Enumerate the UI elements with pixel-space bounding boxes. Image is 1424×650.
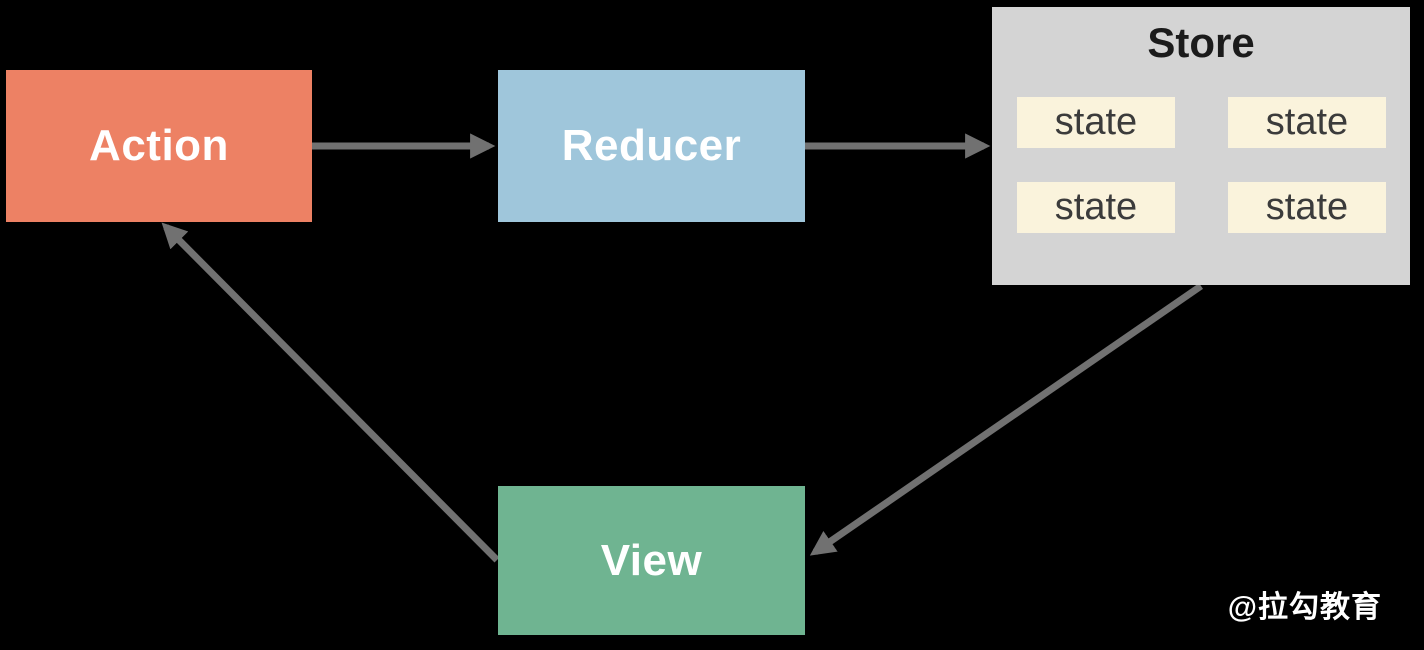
node-view-label: View [600,535,703,585]
node-action-label: Action [89,121,229,170]
state-box: state [1017,97,1175,148]
state-box: state [1017,182,1175,233]
node-action: Action [6,70,312,222]
state-box: state [1228,182,1386,233]
watermark: @拉勾教育 [1227,591,1382,624]
arrow-view-to-action [161,222,500,563]
node-store: Store state state state state [992,7,1410,285]
store-state-grid: state state state state [1017,97,1386,233]
arrow-store-to-view [809,283,1203,556]
state-box: state [1228,97,1386,148]
node-view: View [498,486,805,635]
node-reducer: Reducer [498,70,805,222]
store-title: Store [1147,19,1255,66]
node-reducer-label: Reducer [561,121,742,170]
